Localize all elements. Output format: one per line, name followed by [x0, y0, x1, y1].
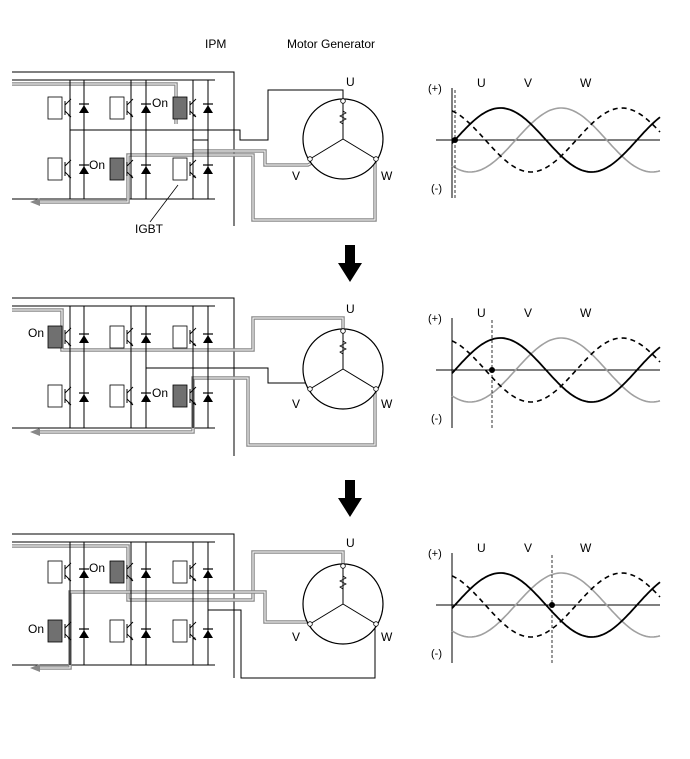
wave-v-label: V: [524, 76, 532, 90]
on-label: On: [28, 622, 44, 636]
phase-u-waveform: [451, 572, 661, 638]
waveform-graph-3: (+) (-) U V W: [428, 541, 661, 663]
igbt-u-lower: [47, 157, 72, 181]
phase-marker: [452, 137, 458, 143]
phase-w-waveform: [451, 337, 661, 403]
panel-1: On On IGBT U V W: [12, 71, 393, 236]
igbt-u-lower: [47, 384, 72, 408]
wave-u-label: U: [477, 306, 486, 320]
wave-v-label: V: [524, 306, 532, 320]
phase-v-waveform: [451, 107, 661, 173]
minus-label: (-): [431, 648, 442, 660]
wave-w-label: W: [580, 306, 592, 320]
phase-v-label: V: [292, 397, 300, 411]
phase-u-label: U: [346, 536, 355, 550]
phase-marker: [549, 602, 555, 608]
down-arrow-icon: [338, 245, 362, 282]
motor-generator: [302, 98, 384, 180]
waveform-graph-1: (+) (-) U V W: [428, 76, 661, 198]
igbt-v-upper: [109, 325, 134, 349]
on-label: On: [152, 386, 168, 400]
igbt-u-upper: [47, 560, 72, 584]
igbt-v-lower: [109, 619, 134, 643]
phase-w-waveform: [451, 107, 661, 173]
on-label: On: [89, 158, 105, 172]
igbt-label: IGBT: [135, 222, 164, 236]
wave-u-label: U: [477, 541, 486, 555]
wave-w-label: W: [580, 76, 592, 90]
phase-u-label: U: [346, 75, 355, 89]
igbt-u-upper-on: [47, 325, 72, 349]
phase-u-label: U: [346, 302, 355, 316]
phase-w-label: W: [381, 397, 393, 411]
phase-v-waveform: [451, 572, 661, 638]
igbt-v-lower: [109, 384, 134, 408]
motor-generator: [302, 328, 384, 410]
wave-v-label: V: [524, 541, 532, 555]
minus-label: (-): [431, 413, 442, 425]
phase-u-waveform: [451, 107, 661, 173]
wave-w-label: W: [580, 541, 592, 555]
panel-3: On On U V W: [12, 533, 393, 679]
plus-label: (+): [428, 83, 442, 95]
phase-marker: [489, 367, 495, 373]
phase-w-waveform: [451, 572, 661, 638]
motor-generator-label: Motor Generator: [287, 37, 375, 51]
plus-label: (+): [428, 548, 442, 560]
ipm-label: IPM: [205, 37, 226, 51]
minus-label: (-): [431, 183, 442, 195]
phase-v-waveform: [451, 337, 661, 403]
panel-2: On On U V W: [12, 297, 393, 456]
phase-v-label: V: [292, 169, 300, 183]
plus-label: (+): [428, 313, 442, 325]
igbt-u-lower-on: [47, 619, 72, 643]
phase-w-label: W: [381, 630, 393, 644]
igbt-u-upper: [47, 96, 72, 120]
wave-u-label: U: [477, 76, 486, 90]
on-label: On: [152, 96, 168, 110]
igbt-v-upper: [109, 96, 134, 120]
down-arrow-icon: [338, 480, 362, 517]
phase-w-label: W: [381, 169, 393, 183]
phase-v-label: V: [292, 630, 300, 644]
phase-u-waveform: [451, 337, 661, 403]
on-label: On: [28, 326, 44, 340]
motor-generator: [302, 563, 384, 645]
waveform-graph-2: (+) (-) U V W: [428, 306, 661, 428]
on-label: On: [89, 561, 105, 575]
